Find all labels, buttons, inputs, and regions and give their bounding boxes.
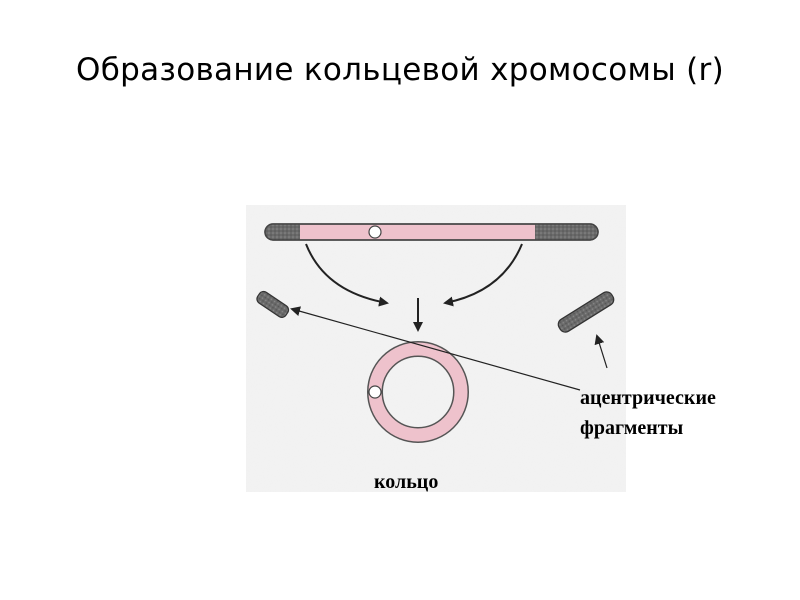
acentric-label-line2: фрагменты [580,417,684,439]
pointer-line-left [290,306,581,391]
acentric-fragment-right [557,291,615,333]
acentric-label-line1: ацентрические [580,387,716,409]
curved-arrow-left [305,243,389,307]
linear-chromosome [264,223,599,241]
centromere [368,225,382,239]
curved-arrow-right [443,243,523,307]
acentric-fragments-label: ацентрические фрагменты [580,383,716,443]
pointer-line-right [594,334,608,369]
ring-label: кольцо [374,471,439,493]
slide-title: Образование кольцевой хромосомы (r) [76,52,724,88]
ring-centromere [368,385,382,399]
acentric-fragment-left [256,290,290,318]
ring-chromosome [367,341,469,443]
